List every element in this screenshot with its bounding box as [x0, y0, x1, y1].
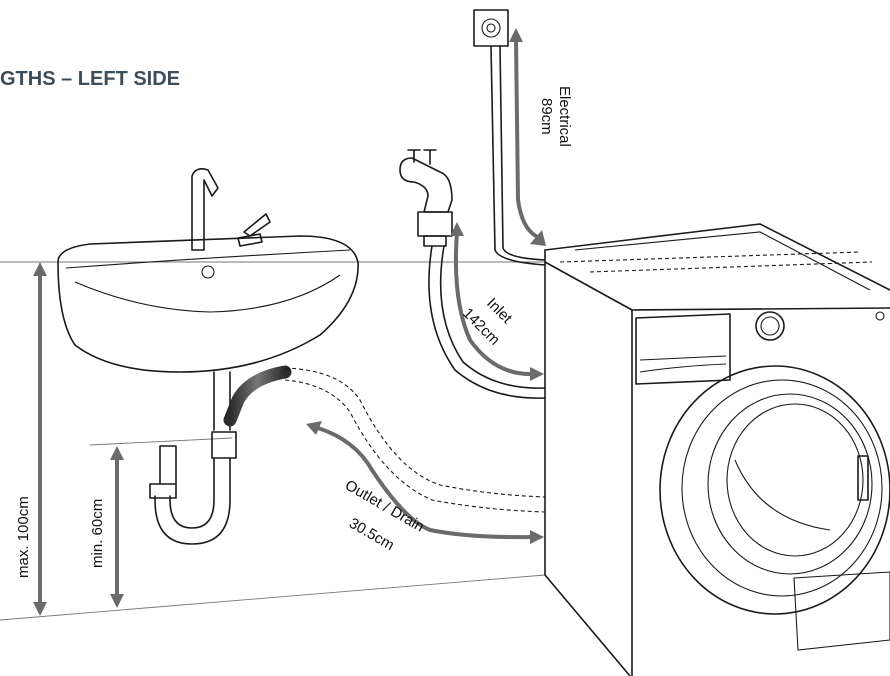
min-height-label: min. 60cm	[89, 499, 106, 568]
max-height-arrow	[33, 262, 47, 616]
inlet-hose	[428, 245, 546, 399]
electrical-arrow	[509, 28, 546, 246]
electrical-label: Electrical	[556, 86, 573, 147]
min-height-arrow	[110, 446, 124, 608]
drain-hose-dashed	[284, 367, 546, 498]
diagram-title: GTHS – LEFT SIDE	[0, 68, 181, 90]
drain-hose	[223, 365, 292, 427]
outlet-length-label: 30.5cm	[346, 515, 397, 554]
outlet-arrow	[306, 421, 544, 544]
water-tap	[399, 149, 453, 247]
electrical-length-label: 89cm	[538, 98, 555, 135]
inlet-arrow	[450, 222, 544, 381]
washing-machine	[544, 223, 890, 676]
washbasin	[57, 168, 359, 545]
electrical-cable	[490, 45, 546, 266]
max-height-label: max. 100cm	[15, 496, 32, 578]
wall-socket	[473, 9, 509, 47]
